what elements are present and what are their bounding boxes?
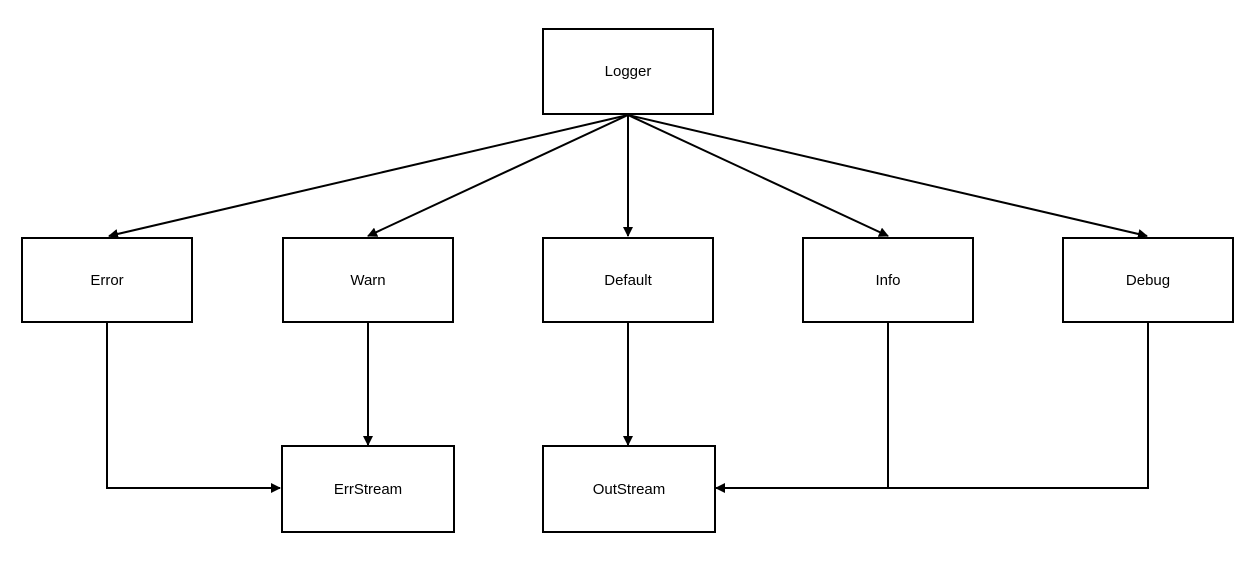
node-errstream[interactable]: ErrStream xyxy=(281,445,455,533)
node-info[interactable]: Info xyxy=(802,237,974,323)
node-default[interactable]: Default xyxy=(542,237,714,323)
node-error[interactable]: Error xyxy=(21,237,193,323)
node-debug[interactable]: Debug xyxy=(1062,237,1234,323)
edge-logger-warn xyxy=(367,114,629,237)
edge-info-outstream xyxy=(715,323,889,493)
node-default-label: Default xyxy=(604,271,652,289)
edge-error-errstream xyxy=(106,323,281,493)
node-outstream-label: OutStream xyxy=(592,480,666,498)
edge-logger-debug xyxy=(627,114,1148,239)
node-info-label: Info xyxy=(875,271,901,289)
edge-debug-outstream xyxy=(888,323,1149,489)
node-logger-label: Logger xyxy=(604,63,652,80)
node-error-label: Error xyxy=(90,271,124,289)
node-errstream-label: ErrStream xyxy=(333,480,403,498)
edge-logger-error xyxy=(108,114,629,239)
edge-logger-info xyxy=(627,114,889,237)
node-debug-label: Debug xyxy=(1125,271,1171,289)
node-warn-label: Warn xyxy=(350,271,386,289)
node-logger[interactable]: Logger xyxy=(542,28,714,115)
node-outstream[interactable]: OutStream xyxy=(542,445,716,533)
node-warn[interactable]: Warn xyxy=(282,237,454,323)
